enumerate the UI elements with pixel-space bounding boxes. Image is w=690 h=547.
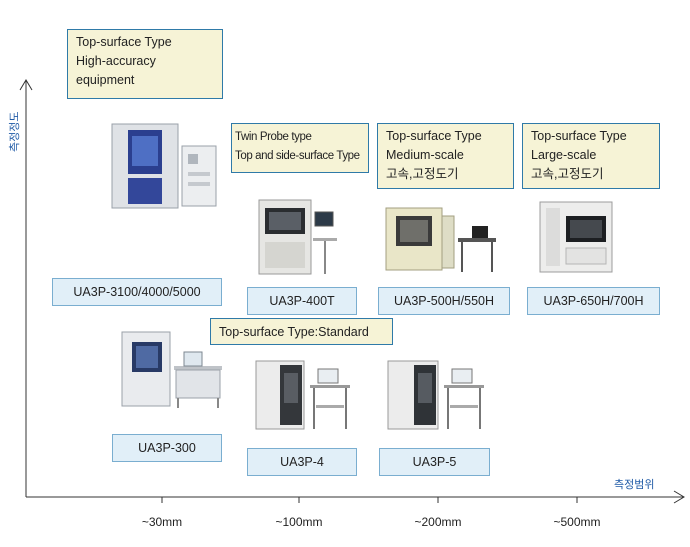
model-ua3p-5: UA3P-5: [379, 448, 490, 476]
machine-image-ua3p-400t: [258, 199, 337, 275]
model-ua3p-400t: UA3P-400T: [247, 287, 357, 315]
x-axis-arrow: [673, 490, 685, 504]
x-tick-label-30: ~30mm: [141, 515, 183, 529]
note-standard: Top-surface Type:Standard: [210, 318, 393, 345]
note-line: Twin Probe type: [235, 131, 312, 143]
machine-image-ua3p-650h: [539, 201, 613, 273]
note-line: Top-surface Type: [386, 129, 482, 143]
note-line: Top-surface Type:Standard: [219, 325, 369, 339]
y-axis-title: 측정정도: [9, 111, 21, 152]
machine-image-ua3p-3100: [111, 123, 217, 209]
note-high-accuracy: Top-surface Type High-accuracy equipment: [67, 29, 223, 99]
note-line: Top-surface Type: [531, 129, 627, 143]
machine-image-ua3p-500h: [385, 207, 496, 272]
note-line: 고속,고정도기: [531, 167, 604, 181]
note-line: High-accuracy: [76, 54, 156, 68]
note-large-scale: Top-surface Type Large-scale 고속,고정도기: [522, 123, 660, 189]
note-twin-probe: Twin Probe type Top and side-surface Typ…: [231, 123, 369, 173]
machine-image-ua3p-5: [387, 360, 484, 430]
note-line: 고속,고정도기: [386, 167, 459, 181]
note-line: Large-scale: [531, 148, 597, 162]
note-line: Top-surface Type: [76, 35, 172, 49]
machine-image-ua3p-300: [121, 331, 222, 408]
machine-image-ua3p-4: [255, 360, 350, 430]
note-line: Medium-scale: [386, 148, 464, 162]
note-line: Top and side-surface Type: [235, 150, 360, 162]
y-axis-arrow: [19, 79, 33, 91]
model-ua3p-4: UA3P-4: [247, 448, 357, 476]
model-ua3p-3100: UA3P-3100/4000/5000: [52, 278, 222, 306]
x-axis-title: 측정범위: [614, 479, 655, 491]
model-ua3p-650h: UA3P-650H/700H: [527, 287, 660, 315]
x-tick-label-200: ~200mm: [414, 515, 462, 529]
model-ua3p-300: UA3P-300: [112, 434, 222, 462]
x-tick-label-500: ~500mm: [553, 515, 601, 529]
model-ua3p-500h: UA3P-500H/550H: [378, 287, 510, 315]
note-medium-scale: Top-surface Type Medium-scale 고속,고정도기: [377, 123, 514, 189]
note-line: equipment: [76, 73, 135, 87]
x-tick-label-100: ~100mm: [275, 515, 323, 529]
